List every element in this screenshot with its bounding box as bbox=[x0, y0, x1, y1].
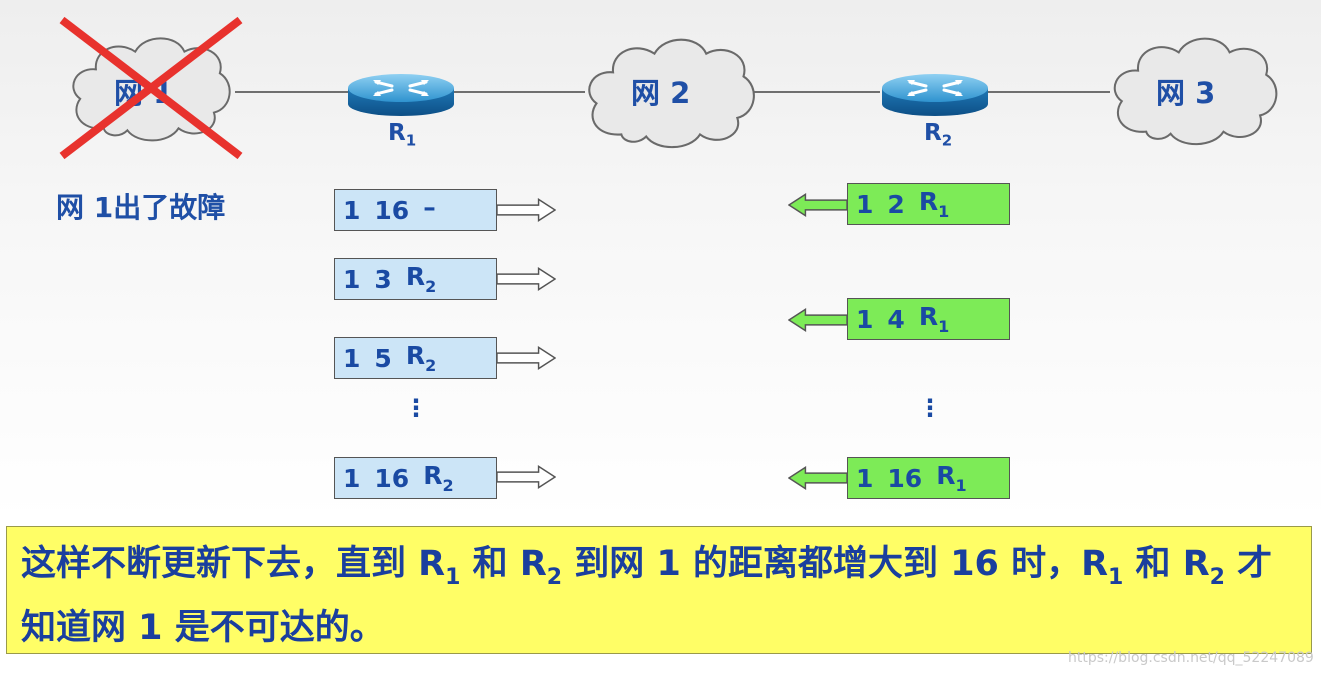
caption-box: 这样不断更新下去，直到 R1 和 R2 到网 1 的距离都增大到 16 时，R1… bbox=[6, 526, 1312, 654]
network-label-net3: 网 3 bbox=[1156, 76, 1216, 110]
arrow-left-icon bbox=[788, 466, 848, 490]
distance: 2 bbox=[887, 189, 905, 219]
watermark: https://blog.csdn.net/qq_52247089 bbox=[1068, 650, 1314, 666]
arrow-right-icon bbox=[496, 465, 556, 489]
next-hop: R2 bbox=[405, 341, 437, 375]
router-icon bbox=[346, 72, 456, 118]
distance: 16 bbox=[374, 463, 410, 493]
arrow-right-icon bbox=[496, 346, 556, 370]
next-hop: R2 bbox=[423, 461, 454, 495]
dest-net: 1 bbox=[856, 304, 874, 334]
router-label-r2: R2 bbox=[924, 120, 953, 150]
arrow-right-icon bbox=[496, 198, 556, 222]
next-hop: R1 bbox=[918, 187, 950, 221]
r1-update-row: 1 16 – bbox=[334, 189, 497, 231]
arrow-left-icon bbox=[788, 193, 848, 217]
r2-update-row: 1 2 R1 bbox=[847, 183, 1010, 225]
distance: 4 bbox=[887, 304, 905, 334]
distance: 5 bbox=[374, 343, 392, 373]
r1-update-row: 1 5 R2 bbox=[334, 337, 497, 379]
ellipsis-r2: ⋮ bbox=[918, 394, 942, 422]
dest-net: 1 bbox=[343, 343, 361, 373]
r1-update-row: 1 3 R2 bbox=[334, 258, 497, 300]
arrow-right-icon bbox=[496, 267, 556, 291]
network-label-net2: 网 2 bbox=[631, 76, 691, 110]
next-hop: R1 bbox=[918, 302, 950, 336]
dest-net: 1 bbox=[343, 264, 361, 294]
dest-net: 1 bbox=[856, 463, 874, 493]
next-hop: – bbox=[423, 193, 436, 222]
r2-update-row: 1 4 R1 bbox=[847, 298, 1010, 340]
dest-net: 1 bbox=[343, 463, 361, 493]
distance: 3 bbox=[374, 264, 392, 294]
r1-update-row: 1 16 R2 bbox=[334, 457, 497, 499]
next-hop: R2 bbox=[405, 262, 437, 296]
next-hop: R1 bbox=[936, 461, 967, 495]
distance: 16 bbox=[374, 195, 410, 225]
dest-net: 1 bbox=[856, 189, 874, 219]
distance: 16 bbox=[887, 463, 923, 493]
r2-update-row: 1 16 R1 bbox=[847, 457, 1010, 499]
ellipsis-r1: ⋮ bbox=[404, 394, 428, 422]
router-label-r1: R1 bbox=[388, 120, 417, 150]
fault-text: 网 1出了故障 bbox=[56, 191, 226, 224]
cross-out-icon bbox=[59, 16, 243, 160]
router-icon bbox=[880, 72, 990, 118]
arrow-left-icon bbox=[788, 308, 848, 332]
network-diagram bbox=[72, 37, 1278, 490]
dest-net: 1 bbox=[343, 195, 361, 225]
